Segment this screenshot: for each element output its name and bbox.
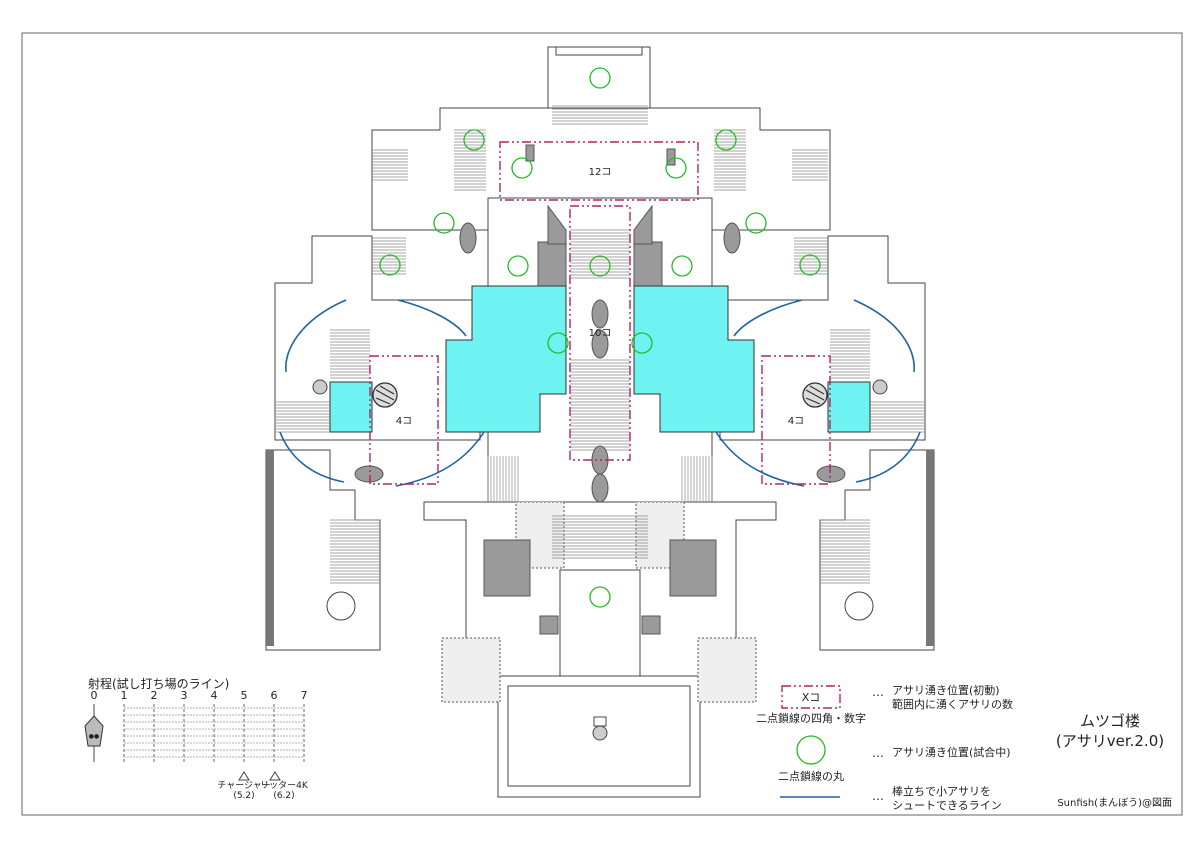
legend-egg-desc: アサリ湧き位置(試合中) [892, 745, 1011, 759]
legend-egg-symbol [796, 735, 826, 765]
egg-spawn-circle [589, 586, 611, 608]
legend-dots-1: … [872, 685, 884, 699]
stairs [276, 105, 924, 584]
right-base [633, 285, 755, 433]
range-tick-label: 7 [301, 689, 308, 702]
range-scale: 射程(試し打ち場のライン) 0 1 2 3 4 5 6 7 ●● チャージャー (5.2) リ… [84, 676, 309, 801]
egg-spawn-circle [511, 157, 533, 179]
svg-text:●●: ●● [89, 733, 99, 740]
range-scale-title: 射程(試し打ち場のライン) [88, 676, 229, 691]
left-base [445, 285, 567, 433]
page-frame [21, 32, 1183, 816]
liter-label: リッター4K [260, 780, 309, 791]
range-tick-label: 0 [91, 689, 98, 702]
egg-spawns [379, 67, 821, 608]
egg-spawn-circle [745, 212, 767, 234]
left-rough-area [441, 637, 501, 703]
liter-value: (6.2) [273, 791, 294, 801]
credit: Sunfish(まんぼう)@図面 [1057, 797, 1172, 809]
spawn-zones: 12コ 10コ 4コ 4コ [369, 141, 831, 485]
legend: Xコ 二点鎖線の四角・数字 … アサリ湧き位置(初動) 範囲内に湧くアサリの数 … [756, 683, 1013, 812]
legend-line-desc-1: 棒立ちで小アサリを [892, 784, 991, 798]
top-zone [499, 141, 699, 201]
right-zone-label: 4コ [788, 416, 804, 427]
egg-spawn-circle [715, 129, 737, 151]
range-tick-label: 4 [211, 689, 218, 702]
bases [329, 285, 871, 433]
goals [312, 379, 888, 741]
range-tick-label: 5 [241, 689, 248, 702]
egg-spawn-circle [547, 332, 569, 354]
egg-spawn-circle [379, 254, 401, 276]
legend-dots-2: … [872, 746, 884, 760]
top-zone-label: 12コ [589, 167, 612, 178]
shoot-lines [279, 299, 921, 487]
legend-zone-caption: 二点鎖線の四角・数字 [756, 711, 866, 725]
charger-value: (5.2) [233, 791, 254, 801]
egg-spawn-circle [433, 212, 455, 234]
legend-zone-symbol [781, 685, 841, 709]
map-subtitle: (アサリver.2.0) [1056, 732, 1164, 750]
center-zone [569, 205, 631, 461]
right-rough-area [697, 637, 757, 703]
egg-spawn-circle [799, 254, 821, 276]
legend-line-desc-2: シュートできるライン [892, 799, 1002, 812]
legend-dots-3: … [872, 789, 884, 803]
egg-spawn-circle [507, 255, 529, 277]
charger-label: チャージャー [217, 780, 270, 791]
range-tick-label: 6 [271, 689, 278, 702]
left-zone [369, 355, 439, 485]
legend-zone-symbol-text: Xコ [802, 691, 821, 704]
egg-spawn-circle [665, 157, 687, 179]
egg-spawn-circle [463, 129, 485, 151]
egg-spawn-circle [589, 255, 611, 277]
legend-egg-caption: 二点鎖線の丸 [778, 769, 844, 783]
range-tick-label: 3 [181, 689, 188, 702]
egg-spawn-circle [631, 332, 653, 354]
egg-spawn-circle [671, 255, 693, 277]
center-zone-label: 10コ [589, 328, 612, 339]
right-zone [761, 355, 831, 485]
legend-zone-desc-1: アサリ湧き位置(初動) [892, 683, 1000, 697]
range-tick-label: 1 [121, 689, 128, 702]
player-icon [84, 715, 104, 747]
legend-zone-desc-2: 範囲内に湧くアサリの数 [892, 697, 1013, 711]
map-title: ムツゴ楼 [1080, 712, 1140, 730]
left-zone-label: 4コ [396, 416, 412, 427]
egg-spawn-circle [589, 67, 611, 89]
range-tick-label: 2 [151, 689, 158, 702]
